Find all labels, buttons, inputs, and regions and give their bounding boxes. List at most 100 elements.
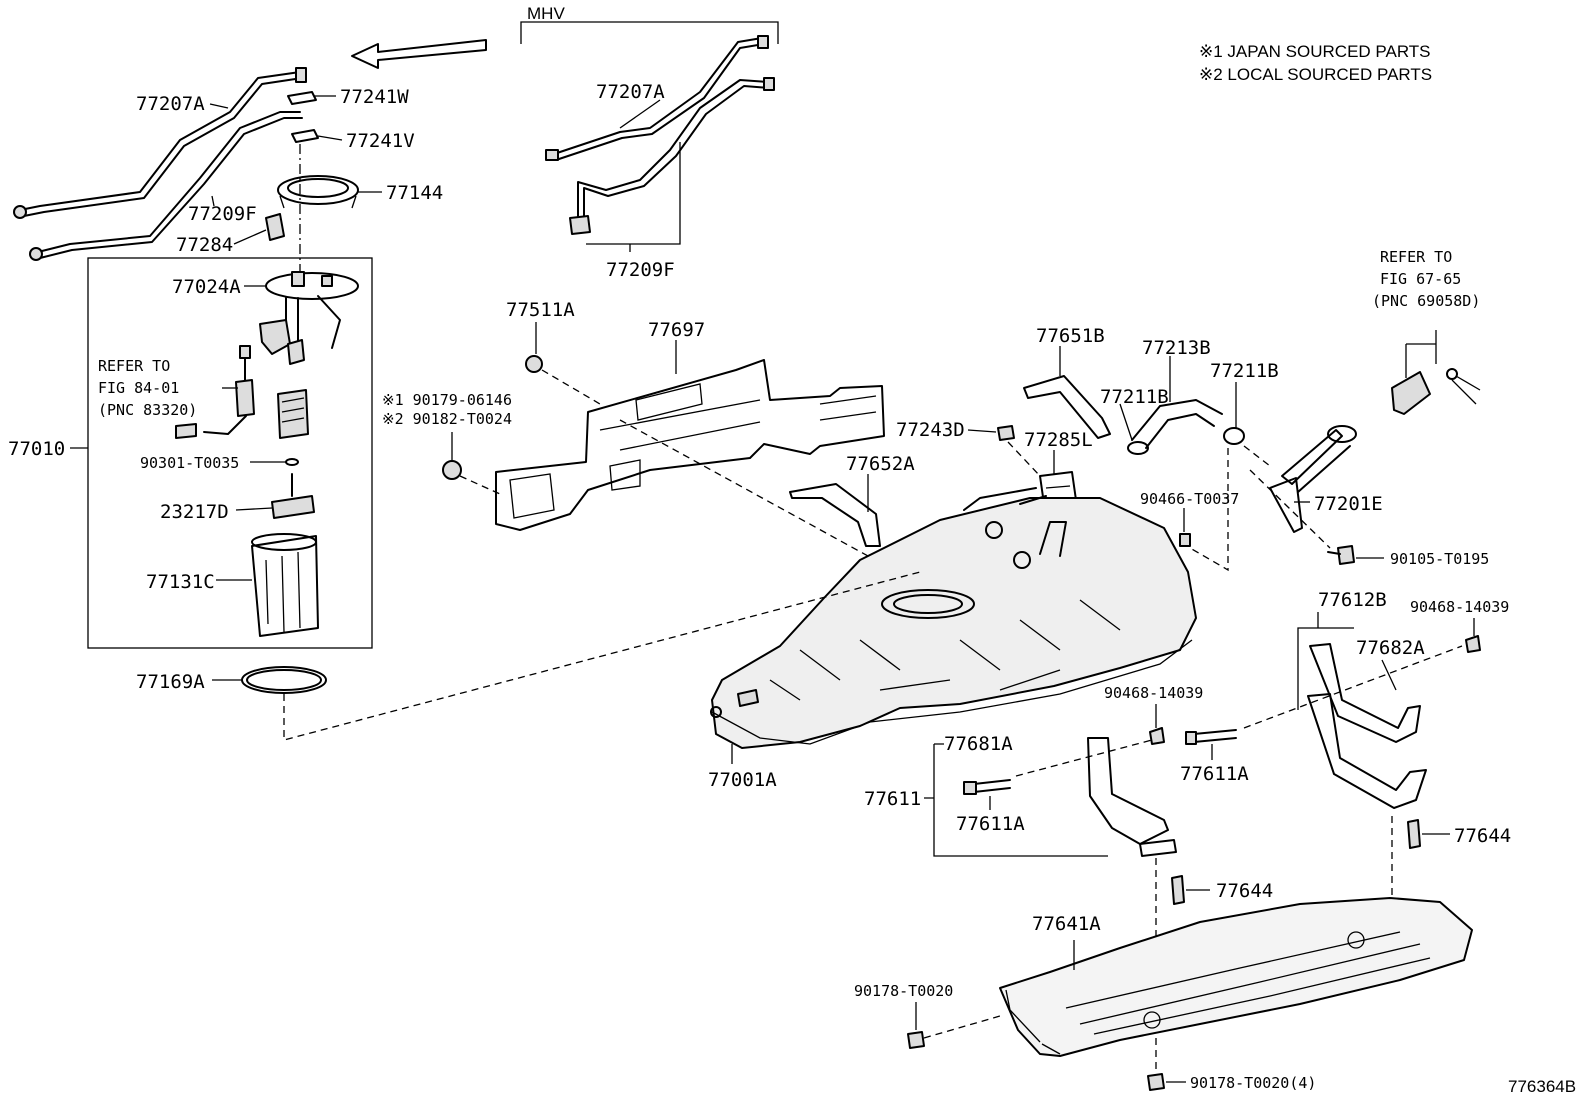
clamp-77243D (997, 425, 1015, 441)
label-77681A: 77681A (944, 733, 1013, 755)
dash-90105 (1249, 469, 1331, 549)
label-77211B-a: 77211B (1100, 386, 1169, 408)
o-ring-90301 (285, 458, 299, 466)
leader-77207A-left (209, 103, 229, 109)
mhv-label: MHV (527, 4, 565, 23)
leader-77243D (967, 429, 997, 433)
retainer-77241V (291, 129, 319, 143)
dash-gasket-tank (283, 571, 921, 741)
label-77207A-mhv: 77207A (596, 81, 665, 103)
fuel-inlet-pipe-77201E (1269, 425, 1357, 533)
figure-id: 776364B (1508, 1077, 1576, 1096)
refer-pump-line1: REFER TO (98, 357, 170, 375)
protector-77652A (789, 483, 881, 547)
clip-90466 (1179, 533, 1191, 547)
bracket-77611 (924, 743, 1108, 857)
nut-90179 (442, 460, 462, 480)
fuel-filter (277, 389, 309, 439)
fuel-cap-assembly (1391, 368, 1481, 415)
label-77241W: 77241W (340, 86, 409, 108)
bolt-77611A-right (1185, 729, 1237, 745)
band-77681A (1087, 737, 1177, 857)
leader-77682A (1381, 659, 1397, 691)
label-90468-right: 90468-14039 (1410, 598, 1509, 616)
gasket-77169A (241, 666, 327, 694)
fuel-pump-assembly-box (87, 257, 373, 649)
refer-cap-line3: (PNC 69058D) (1372, 292, 1480, 310)
label-77207A-left: 77207A (136, 93, 205, 115)
dash-cap (1243, 445, 1271, 467)
label-77209F-left: 77209F (188, 203, 257, 225)
label-77169A: 77169A (136, 671, 205, 693)
dash-90178-left (923, 1015, 1001, 1039)
bracket-fuel-cap (1405, 330, 1437, 378)
label-77241V: 77241V (346, 130, 415, 152)
fuel-tank-77001A (710, 487, 1197, 749)
label-90468-mid: 90468-14039 (1104, 684, 1203, 702)
clip-77511A (525, 355, 543, 373)
band-77682A (1307, 643, 1427, 809)
fuel-suction-cup-77131C (251, 533, 319, 637)
protector-77641A (999, 897, 1473, 1057)
protector-77697 (495, 359, 885, 531)
label-90178-bottom: 90178-T0020(4) (1190, 1074, 1316, 1092)
label-23217D: 23217D (160, 501, 229, 523)
pressure-regulator-23217D (271, 473, 315, 519)
japan-sourced-note: ※1 JAPAN SOURCED PARTS (1199, 42, 1431, 61)
label-77697: 77697 (648, 319, 705, 341)
bolt-90468-mid (1149, 727, 1165, 745)
fuel-sender-gauge (175, 345, 255, 439)
dash-90179 (459, 475, 501, 495)
label-77611: 77611 (864, 788, 921, 810)
bolt-77611A-left (963, 779, 1011, 795)
bracket-77612B (1297, 612, 1354, 710)
nut-77644-mid (1171, 875, 1185, 905)
refer-cap-line1: REFER TO (1380, 248, 1452, 266)
protector-77651B (1023, 375, 1111, 439)
label-77209F-mhv: 77209F (606, 259, 675, 281)
label-77001A: 77001A (708, 769, 777, 791)
refer-cap-line2: FIG 67-65 (1380, 270, 1461, 288)
leader-77211B-a (1119, 403, 1133, 441)
retainer-ring-77144 (277, 175, 359, 209)
label-77644-mid: 77644 (1216, 880, 1273, 902)
label-77213B: 77213B (1142, 337, 1211, 359)
dash-77243D (1007, 441, 1041, 477)
label-77651B: 77651B (1036, 325, 1105, 347)
label-90105: 90105-T0195 (1390, 550, 1489, 568)
nut-77644-right (1407, 819, 1421, 849)
label-77201E: 77201E (1314, 493, 1383, 515)
fuel-tube-77207A-mhv (545, 35, 769, 161)
direction-arrow (351, 39, 487, 69)
hose-77213B (1131, 399, 1223, 449)
label-77652A: 77652A (846, 453, 915, 475)
dash-77511A (541, 369, 601, 405)
fuel-tube-77209F-left (29, 111, 303, 261)
label-90301: 90301-T0035 (140, 454, 239, 472)
label-77285L: 77285L (1024, 429, 1093, 451)
bolt-90468-right (1465, 635, 1481, 653)
fuel-tube-77207A-left (13, 67, 307, 219)
nut-90178-left (907, 1031, 925, 1049)
label-77010: 77010 (8, 438, 65, 460)
retainer-77241W (287, 91, 317, 105)
fuel-pump-77024A (259, 271, 359, 365)
leader-77207A-mhv (619, 99, 661, 129)
label-90179: ※1 90179-06146 (382, 391, 512, 409)
label-77211B-b: 77211B (1210, 360, 1279, 382)
label-90466: 90466-T0037 (1140, 490, 1239, 508)
leader-77209F-left (211, 195, 215, 207)
label-77644-right: 77644 (1454, 825, 1511, 847)
refer-pump-line3: (PNC 83320) (98, 401, 197, 419)
leader-77284 (233, 229, 267, 245)
clamp-77211B-a (1127, 441, 1149, 455)
label-90182: ※2 90182-T0024 (382, 410, 512, 428)
local-sourced-note: ※2 LOCAL SOURCED PARTS (1199, 65, 1432, 84)
label-77024A: 77024A (172, 276, 241, 298)
dash-77611A-right (1015, 739, 1153, 777)
label-77243D: 77243D (896, 419, 965, 441)
label-77682A: 77682A (1356, 637, 1425, 659)
label-90178-left: 90178-T0020 (854, 982, 953, 1000)
label-77144: 77144 (386, 182, 443, 204)
